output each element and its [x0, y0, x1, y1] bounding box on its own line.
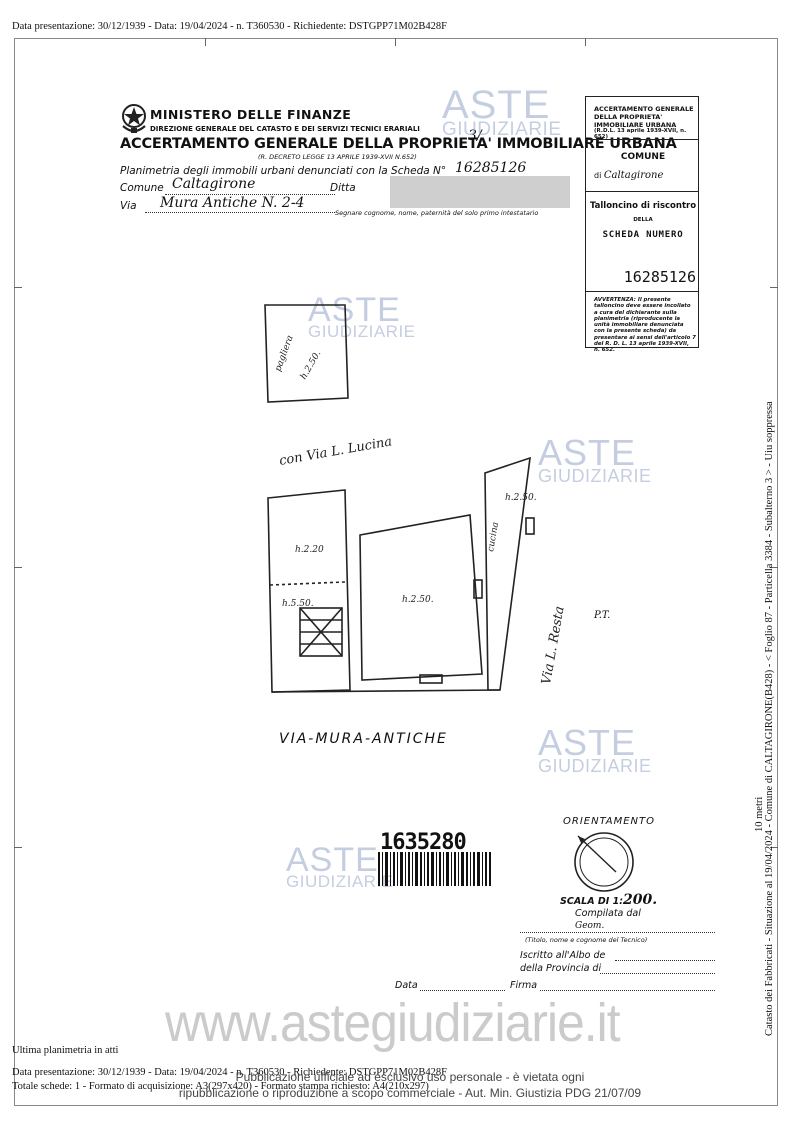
- titolo-note: (Titolo, nome e cognome del Tecnico): [525, 936, 648, 944]
- dotted-line: [520, 932, 715, 933]
- floor-plan: pagliera h.2.50. h.2.20 h.5.50. h.2.50. …: [250, 304, 568, 693]
- talloncino-title: ACCERTAMENTO GENERALE DELLA PROPRIETA' I…: [594, 105, 694, 129]
- page-frame: [14, 38, 778, 1106]
- scala: SCALA DI 1:200.: [560, 892, 657, 908]
- compass-icon: [574, 832, 634, 892]
- vertical-info: Catasto dei Fabbricati - Situazione al 1…: [754, 380, 782, 1040]
- room-label: h.2.50.: [505, 493, 537, 503]
- provincia-label: della Provincia di: [520, 963, 602, 974]
- iscritto-label: Iscritto all'Albo de: [520, 950, 606, 961]
- talloncino-scheda-numero: SCHEDA NUMERO: [602, 230, 684, 240]
- talloncino-della: DELLA: [633, 217, 653, 223]
- barcode-icon: [378, 852, 491, 886]
- barcode-number: 1635280: [380, 830, 467, 855]
- scala-label: SCALA DI 1:: [560, 896, 624, 907]
- frame-tick: [395, 38, 396, 46]
- via-label: Via: [120, 200, 137, 212]
- right-marker: P.T.: [594, 610, 611, 621]
- talloncino-separator: [586, 139, 698, 140]
- firma-label: Firma: [510, 980, 538, 991]
- via-dotted-line: [145, 212, 335, 213]
- talloncino-separator: [586, 291, 698, 292]
- footer-watermark-1: Pubblicazione ufficiale ad esclusivo uso…: [235, 1070, 585, 1084]
- scala-value: 200.: [623, 892, 658, 908]
- talloncino-box: ACCERTAMENTO GENERALE DELLA PROPRIETA' I…: [585, 96, 699, 353]
- talloncino-comune-label: COMUNE: [620, 152, 666, 162]
- comune-label: Comune: [120, 182, 164, 194]
- talloncino-decree: (R.D.L. 13 aprile 1939-XVII, n. 652): [594, 128, 687, 140]
- compilata-label: Compilata dal: [575, 908, 641, 919]
- comune-value: Caltagirone: [172, 176, 256, 192]
- dotted-line: [420, 990, 505, 991]
- footer-line-1: Data presentazione: 30/12/1939 - Data: 1…: [12, 1067, 447, 1078]
- talloncino-riscontro: Talloncino di riscontro: [589, 201, 697, 211]
- frame-tick: [770, 287, 778, 288]
- form-title: ACCERTAMENTO GENERALE DELLA PROPRIETA' I…: [120, 136, 677, 152]
- frame-tick: [205, 38, 206, 46]
- talloncino-di-value: Caltagirone: [603, 170, 664, 181]
- dotted-line: [600, 973, 715, 974]
- via-value: Mura Antiche N. 2-4: [160, 195, 305, 211]
- left-marker: T.: [250, 579, 251, 594]
- dotted-line: [615, 960, 715, 961]
- pagliera-room: [264, 304, 349, 403]
- talloncino-number: 16285126: [623, 268, 696, 286]
- ditta-label: Ditta: [330, 182, 356, 194]
- talloncino-di: di Caltagirone: [594, 170, 663, 181]
- room-label: h.2.20: [295, 545, 324, 555]
- room-label: h.2.50.: [402, 595, 434, 605]
- handwritten-mark: 3/: [468, 128, 482, 144]
- vertical-line-1: Catasto dei Fabbricati - Situazione al 1…: [764, 401, 775, 1036]
- planimetria-label: Planimetria degli immobili urbani denunc…: [120, 165, 447, 177]
- decreto-line: (R. DECRETO LEGGE 13 APRILE 1939-XVII N.…: [258, 153, 417, 161]
- room-label: h.2.50.: [299, 349, 324, 381]
- frame-tick: [770, 567, 778, 568]
- dotted-line: [540, 990, 715, 991]
- frame-tick: [585, 38, 586, 46]
- site-watermark: www.astegiudiziarie.it: [165, 993, 621, 1053]
- street-right-label: Via L. Resta: [539, 605, 568, 686]
- street-bottom-label: VIA-MURA-ANTICHE: [279, 731, 448, 747]
- frame-tick: [14, 287, 22, 288]
- talloncino-di-label: di: [594, 171, 602, 180]
- orientation-label: ORIENTAMENTO: [563, 816, 656, 827]
- direzione-line: DIREZIONE GENERALE DEL CATASTO E DEI SER…: [150, 125, 420, 133]
- vertical-line-2: 10 metri: [754, 796, 765, 832]
- data-label: Data: [395, 980, 418, 991]
- street-top-label: con Via L. Lucina: [278, 434, 393, 469]
- republic-emblem-icon: [122, 104, 146, 133]
- header-line: Data presentazione: 30/12/1939 - Data: 1…: [12, 21, 447, 32]
- redacted-block: [390, 176, 570, 208]
- talloncino-avvertenza: AVVERTENZA: Il presente talloncino deve …: [594, 297, 696, 354]
- footer-watermark-2: ripubblicazione o riproduzione a scopo c…: [178, 1086, 642, 1100]
- ultima-planimetria: Ultima planimetria in atti: [12, 1045, 119, 1056]
- talloncino-separator: [586, 191, 698, 192]
- segnare-note: Segnare cognome, nome, paternità del sol…: [335, 209, 539, 217]
- ministry-title: MINISTERO DELLE FINANZE: [150, 107, 352, 122]
- compilata-value: Geom.: [575, 921, 605, 931]
- comune-dotted-line: [165, 194, 335, 195]
- frame-tick: [14, 567, 22, 568]
- frame-tick: [770, 847, 778, 848]
- frame-tick: [14, 847, 22, 848]
- scheda-number-handwritten: 16285126: [455, 160, 527, 176]
- footer-line-2: Totale schede: 1 - Formato di acquisizio…: [12, 1081, 429, 1092]
- room-label: h.5.50.: [282, 599, 314, 609]
- room-label: pagliera: [273, 334, 295, 373]
- room-label: cucina: [486, 521, 501, 552]
